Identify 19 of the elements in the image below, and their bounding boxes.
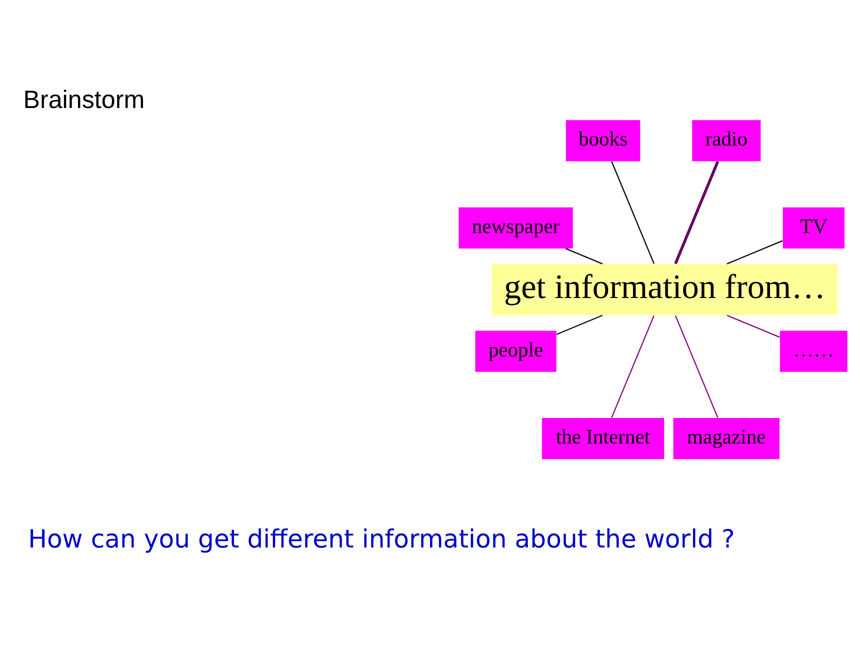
connector (556, 314, 602, 335)
node-box: books (565, 120, 640, 162)
connector (564, 248, 602, 264)
node-box: the Internet (541, 418, 664, 460)
connector (610, 161, 654, 264)
node-box: magazine (672, 418, 780, 460)
connector (674, 315, 718, 418)
node-box: get information from… (491, 264, 838, 316)
connector (726, 240, 782, 264)
node-box: TV (782, 207, 844, 248)
diagram-title: Brainstorm (22, 86, 144, 114)
label: How can you get different information about the world ? (28, 524, 734, 554)
connector (726, 314, 780, 338)
connector (610, 315, 654, 418)
node-box: people (474, 330, 556, 372)
connector (674, 160, 719, 264)
node-box: …… (779, 330, 847, 372)
node-box: newspaper (458, 207, 572, 248)
node-box: radio (692, 120, 760, 162)
